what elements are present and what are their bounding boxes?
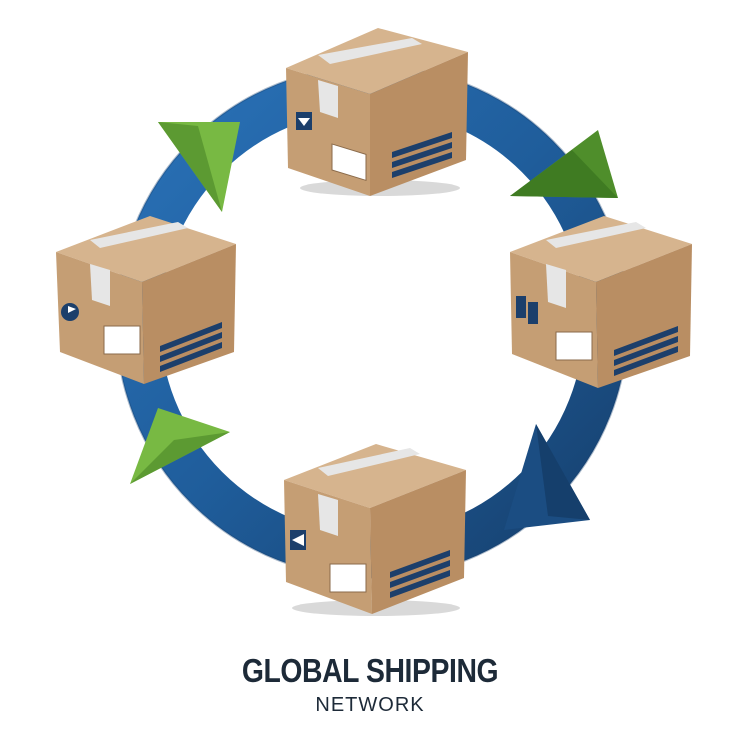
box-left [56, 216, 236, 384]
arrow-right-down-icon [504, 424, 590, 530]
arrow-left-up-icon [130, 408, 230, 484]
down-arrow-icon [296, 112, 312, 130]
barcode-marks [614, 326, 678, 376]
shipping-label [555, 331, 593, 361]
flag-icon [61, 303, 79, 321]
box-right [510, 216, 692, 388]
fragile-glass-icon [516, 296, 538, 324]
shipping-label [103, 325, 141, 355]
box-bottom [284, 444, 466, 616]
shipping-label [331, 143, 367, 182]
arrow-top-right-icon [510, 130, 618, 198]
shipping-label [329, 563, 367, 593]
diagram-title: GLOBAL SHIPPING [241, 652, 499, 689]
arrow-top-left-icon [158, 122, 240, 212]
this-side-up-icon [290, 530, 306, 550]
barcode-marks [390, 550, 450, 598]
barcode-marks [392, 132, 452, 178]
box-top [286, 28, 468, 196]
diagram-subtitle: NETWORK [315, 694, 425, 716]
barcode-marks [160, 322, 222, 372]
